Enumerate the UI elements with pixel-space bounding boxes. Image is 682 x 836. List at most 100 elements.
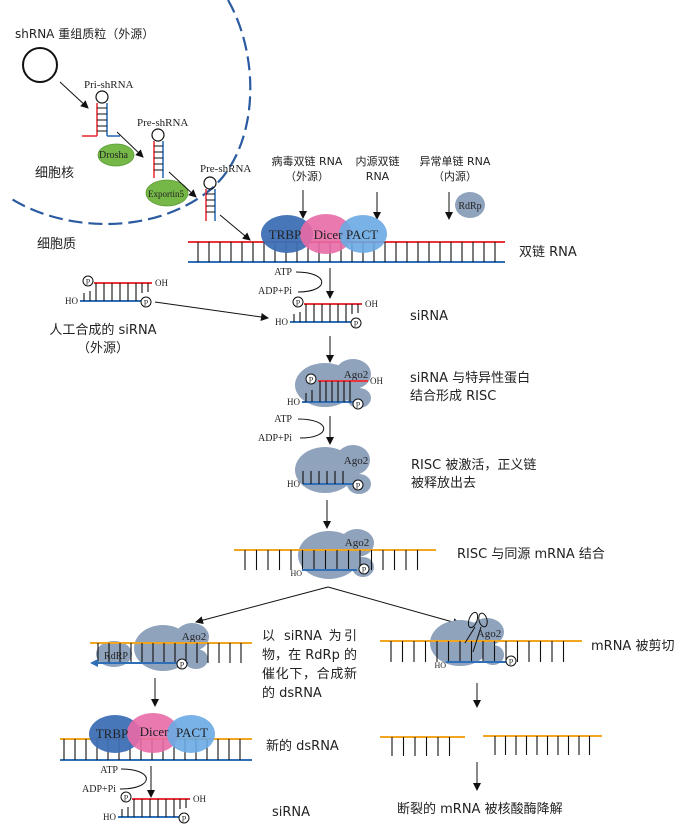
dicer-label-2: Dicer: [140, 724, 170, 739]
ho-label: HO: [290, 569, 302, 578]
endogenous-dsrna-line1: 内源双链: [355, 155, 400, 168]
atp-label-2: ATP: [274, 414, 292, 425]
active-risc-complex: [295, 445, 371, 494]
nucleus-label: 细胞核: [35, 166, 75, 181]
ago2-label-4: Ago2: [182, 631, 206, 643]
aberrant-ssrna-line1: 异常单链 RNA: [419, 155, 491, 168]
phosphate-icon: [352, 398, 364, 410]
phosphate-icon: [140, 296, 152, 308]
pri-shrna-label: Pri-shRNA: [84, 79, 134, 91]
dicer-protein: [300, 214, 352, 254]
phosphate-icon: [350, 317, 362, 329]
phosphate-icon: [82, 275, 94, 287]
trbp-protein: [261, 215, 313, 253]
pact-protein: [339, 215, 387, 253]
ago2-label-2: Ago2: [344, 455, 368, 467]
exportin5-protein: [145, 179, 189, 207]
ho-label: HO: [434, 661, 446, 670]
mrna-binding-duplex: PHO: [234, 549, 436, 578]
phosphate-icon: [358, 563, 370, 575]
dicer-protein-2: [127, 713, 179, 753]
phosphate-icon: [176, 658, 188, 670]
plasmid-label: shRNA 重组质粒（外源）: [15, 27, 155, 41]
phosphate-label: P: [296, 299, 301, 308]
phosphate-icon: [120, 791, 132, 803]
hydroxyl-label: OH: [155, 278, 168, 288]
step-dsrna-label: 双链 RNA: [519, 245, 577, 260]
phosphate-icon: [292, 296, 304, 308]
phosphate-label: P: [124, 794, 129, 803]
ago2-label-5: Ago2: [477, 628, 501, 640]
primer-line1: 以 siRNA 为引: [262, 629, 357, 644]
synthetic-sirna-line1: 人工合成的 siRNA: [49, 323, 157, 338]
phosphate-icon: [505, 655, 517, 667]
step-risc-forming-label: siRNA 与特异性蛋白 结合形成 RISC: [410, 370, 530, 406]
arrow-plasmid-to-pri: [59, 81, 89, 109]
synthetic-sirna-label: 人工合成的 siRNA （外源）: [38, 322, 168, 358]
cleavage-duplex: P HO: [380, 640, 582, 670]
synthetic-sirna-line2: （外源）: [76, 341, 129, 356]
scissors-icon: [464, 611, 488, 653]
arrow-branch-right: [327, 586, 461, 626]
ho-label: HO: [65, 296, 78, 306]
phosphate-label: P: [354, 320, 359, 329]
step-primer-synthesis-label: 以 siRNA 为引 物，在 RdRp 的 催化下，合成新 的 dsRNA: [262, 627, 357, 703]
primer-line3: 催化下，合成新: [262, 667, 357, 682]
ho-label: HO: [287, 479, 300, 489]
phosphate-icon: [305, 373, 317, 385]
cytoplasm-label: 细胞质: [37, 237, 77, 252]
pact-protein-2: [167, 715, 215, 753]
ho-label: HO: [103, 812, 116, 822]
drosha-label: Drosha: [99, 150, 128, 161]
risc-forming-line2: 结合形成 RISC: [410, 389, 497, 404]
drosha-protein: [97, 143, 135, 167]
viral-dsrna-line1: 病毒双链 RNA: [271, 155, 343, 168]
atp-curve-3: [119, 768, 147, 790]
phosphate-label: P: [309, 376, 314, 385]
step-new-dsrna-label: 新的 dsRNA: [266, 739, 339, 754]
ho-label: HO: [275, 317, 288, 327]
plasmid-circle: [22, 47, 58, 83]
step-sirna-final-label: siRNA: [272, 805, 311, 820]
step-degraded-label: 断裂的 mRNA 被核酸酶降解: [397, 802, 563, 817]
pact-label: PACT: [346, 227, 378, 242]
adp-label-1: ADP+Pi: [258, 286, 292, 297]
pre-shrna-hairpin-nucleus: [151, 128, 165, 178]
adp-label-3: ADP+Pi: [82, 784, 116, 795]
phosphate-icon: [178, 812, 190, 824]
viral-dsrna-line2: （外源）: [285, 170, 329, 183]
aberrant-ssrna-label: 异常单链 RNA （内源）: [410, 154, 500, 184]
mrna-fragments: [380, 735, 602, 756]
endogenous-dsrna-label: 内源双链 RNA: [350, 154, 405, 184]
atp-curve-2: [297, 418, 325, 439]
viral-dsrna-label: 病毒双链 RNA （外源）: [262, 154, 352, 184]
aberrant-ssrna-line2: （内源）: [433, 170, 477, 183]
phosphate-label: P: [180, 661, 185, 670]
rdrp-label: RdRp: [458, 201, 481, 212]
phosphate-label: P: [144, 299, 149, 308]
pri-shrna-hairpin: [82, 90, 120, 137]
pact-label-2: PACT: [176, 725, 208, 740]
arrow-pri-to-pre: [116, 131, 144, 158]
endogenous-dsrna-line2: RNA: [365, 170, 390, 183]
ago2-label-3: Ago2: [345, 537, 369, 549]
atp-label-3: ATP: [100, 765, 118, 776]
pre-shrna-label-1: Pre-shRNA: [137, 117, 189, 129]
trbp-label: TRBP: [269, 227, 302, 242]
phosphate-label: P: [356, 482, 361, 491]
arrow-branch-left: [195, 586, 329, 625]
arrow-synthetic-to-sirna: [154, 301, 269, 321]
atp-curve-1: [295, 271, 323, 293]
phosphate-label: P: [509, 658, 514, 667]
step-risc-binding-label: RISC 与同源 mRNA 结合: [457, 547, 605, 562]
trbp-label-2: TRBP: [96, 726, 129, 741]
rdrp-bound-label: RdRP: [104, 651, 128, 662]
guide-strand: P HO: [287, 471, 364, 491]
arrow-pre-to-dsrna: [219, 214, 251, 241]
phosphate-icon: [352, 479, 364, 491]
